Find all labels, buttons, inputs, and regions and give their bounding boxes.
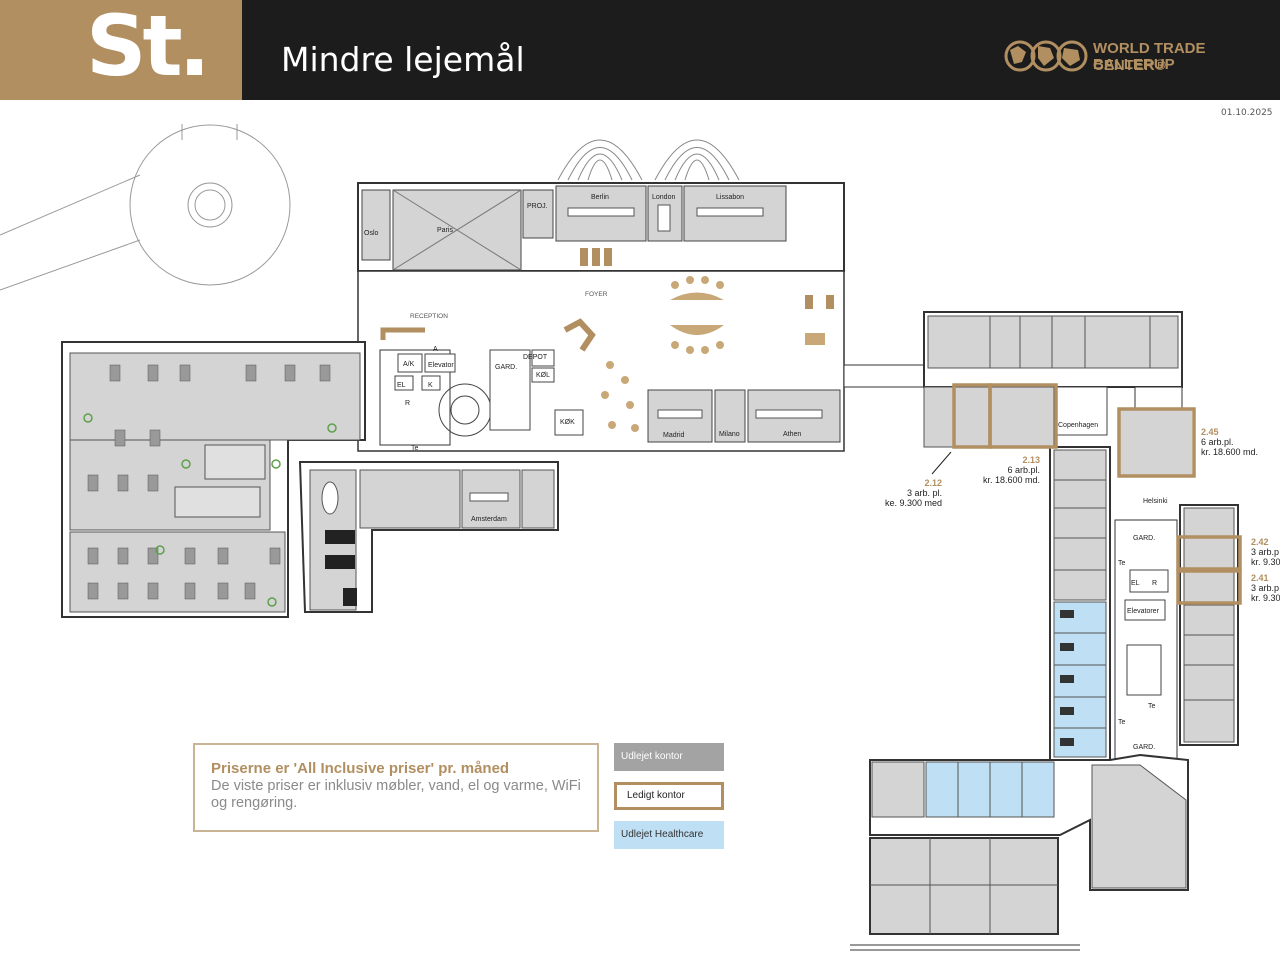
office-desks: 6 arb.pl. (1201, 437, 1234, 447)
room-lissabon: Lissabon (716, 194, 744, 201)
foyer-area (357, 248, 845, 452)
floor-badge: St. (0, 0, 242, 100)
office-price: ke. 9.300 med (884, 498, 942, 508)
date-label: 01.10.2025 (1221, 108, 1273, 118)
office-desks: 3 arb.p (1251, 583, 1280, 593)
room-te: Te (411, 445, 419, 452)
room-helsinki: Helsinki (1143, 498, 1168, 505)
office-2-45-outline[interactable] (1117, 407, 1196, 478)
page-title: Mindre lejemål (281, 40, 525, 79)
office-2-13-outline[interactable] (988, 383, 1058, 449)
office-callout-2-42[interactable]: 2.42 3 arb.p kr. 9.30 (1251, 537, 1280, 567)
room-r: R (405, 400, 410, 407)
office-2-42-outline[interactable] (1176, 535, 1242, 571)
floor-plan: Oslo Paris PROJ. Berlin London Lissabon … (0, 124, 1242, 951)
price-text: De viste priser er inklusiv møbler, vand… (211, 778, 581, 811)
room-elevator: Elevator (428, 362, 454, 369)
vacant-office-outlines (952, 383, 1242, 605)
office-id: 2.42 (1251, 537, 1269, 547)
callout-leader-2-12 (931, 451, 952, 475)
office-2-41-outline[interactable] (1176, 569, 1242, 605)
room-gard: GARD. (495, 364, 517, 371)
office-desks: 3 arb.p (1251, 547, 1280, 557)
room-reception: RECEPTION (410, 313, 448, 320)
room-proj: PROJ. (527, 203, 548, 210)
room-depot: DEPOT (523, 354, 548, 361)
corridor (843, 364, 925, 388)
office-price: kr. 18.600 md. (982, 475, 1040, 485)
south-center-block (298, 461, 559, 613)
legend-healthcare: Udlejet Healthcare (614, 821, 724, 849)
room-milano: Milano (719, 431, 740, 438)
room-el: EL (397, 382, 406, 389)
room-paris: Paris (437, 227, 453, 234)
logo-line2: BALLERUP (1093, 56, 1175, 73)
room-kol: KØL (536, 372, 550, 379)
room-berlin: Berlin (591, 194, 609, 201)
room-kok: KØK (560, 419, 575, 426)
roundabout-drawing (0, 124, 291, 291)
office-id: 2.41 (1251, 573, 1269, 583)
room-gard-east: GARD. (1133, 535, 1155, 542)
room-oslo: Oslo (364, 230, 379, 237)
office-price: kr. 9.30 (1251, 593, 1280, 603)
east-wing (850, 311, 1239, 951)
room-ak: A/K (403, 361, 415, 368)
header-bar: St. Mindre lejemål WORLD TRADE CENTER® B… (0, 0, 1280, 100)
office-id: 2.12 (924, 478, 942, 488)
floor-code: St. (86, 0, 211, 95)
room-te-east3: Te (1118, 719, 1126, 726)
legend-rented-office: Udlejet kontor (614, 743, 724, 771)
office-price: kr. 9.30 (1251, 557, 1280, 567)
room-amsterdam: Amsterdam (471, 516, 507, 523)
office-price: kr. 18.600 md. (1201, 447, 1259, 457)
room-k: K (428, 382, 433, 389)
room-gard-south: GARD. (1133, 744, 1155, 751)
room-te-east1: Te (1118, 560, 1126, 567)
room-elevatorer: Elevatorer (1127, 608, 1160, 615)
room-el-east: EL (1131, 580, 1140, 587)
room-london: London (652, 194, 675, 201)
office-callout-2-12[interactable]: 2.12 3 arb. pl. ke. 9.300 med (876, 478, 942, 508)
room-foyer: FOYER (585, 291, 608, 298)
legend-vacant-office: Ledigt kontor (614, 782, 724, 810)
room-r-east: R (1152, 580, 1157, 587)
room-athen: Athen (783, 431, 801, 438)
room-te-east2: Te (1148, 703, 1156, 710)
office-desks: 3 arb. pl. (906, 488, 942, 498)
west-block (61, 341, 366, 618)
office-id: 2.13 (1022, 455, 1040, 465)
office-callout-2-45[interactable]: 2.45 6 arb.pl. kr. 18.600 md. (1201, 427, 1279, 457)
globe-logo-icon (1004, 40, 1088, 72)
north-block (357, 182, 845, 272)
logo-line1: WORLD TRADE CENTER® (1093, 40, 1206, 74)
office-desks: 6 arb.pl. (1007, 465, 1040, 475)
room-copenhagen: Copenhagen (1058, 422, 1098, 429)
room-madrid: Madrid (663, 432, 685, 439)
office-callout-2-41[interactable]: 2.41 3 arb.p kr. 9.30 (1251, 573, 1280, 603)
room-a: A (433, 346, 438, 353)
price-title: Priserne er 'All Inclusive priser' pr. m… (211, 760, 510, 777)
price-info-box: Priserne er 'All Inclusive priser' pr. m… (193, 743, 599, 832)
office-id: 2.45 (1201, 427, 1219, 437)
entrance-arches (557, 139, 740, 181)
office-callout-2-13[interactable]: 2.13 6 arb.pl. kr. 18.600 md. (970, 455, 1040, 485)
